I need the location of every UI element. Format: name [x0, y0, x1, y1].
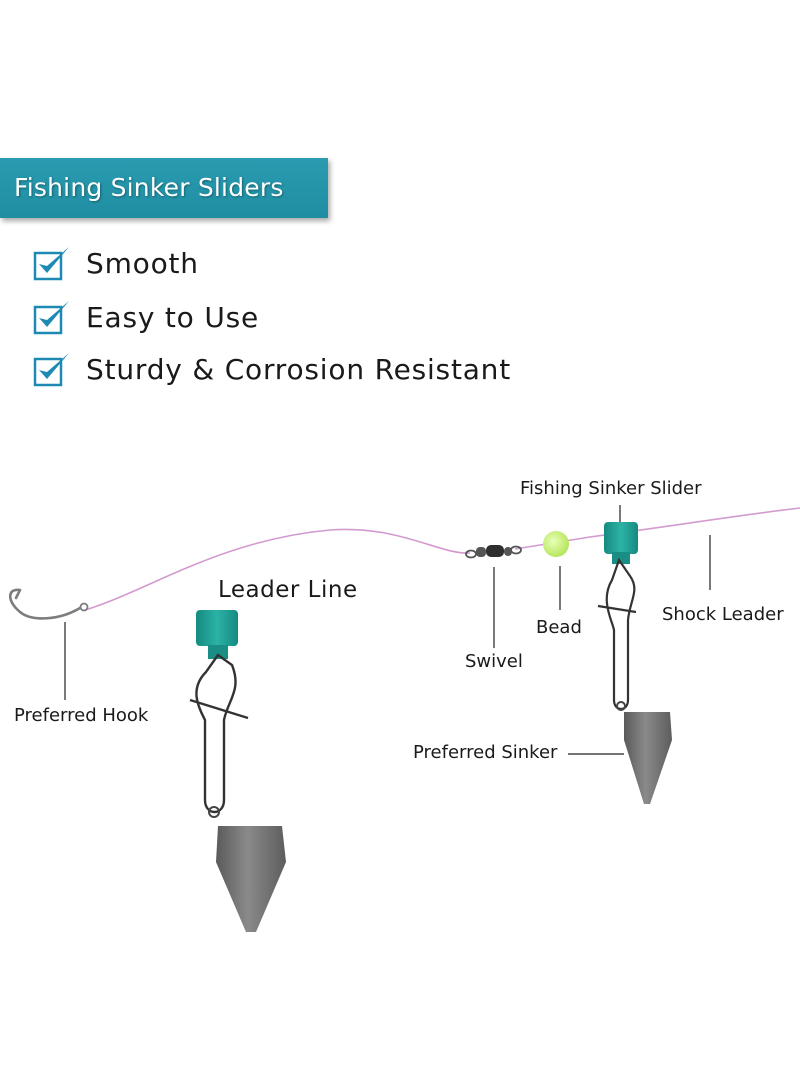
label-preferred-sinker: Preferred Sinker — [413, 742, 558, 763]
swivel-icon — [465, 545, 522, 559]
label-swivel: Swivel — [465, 651, 523, 672]
checkbox-checked-icon — [33, 353, 69, 387]
feature-label: Smooth — [86, 246, 199, 280]
feature-item-easy-to-use: Easy to Use — [32, 297, 259, 337]
feature-label: Sturdy & Corrosion Resistant — [86, 352, 512, 386]
bead-icon — [543, 531, 569, 557]
label-bead: Bead — [536, 617, 582, 638]
label-preferred-hook: Preferred Hook — [14, 705, 149, 726]
leader-line — [84, 528, 471, 611]
sinker-icon — [624, 712, 672, 804]
hook-icon — [8, 588, 89, 620]
checkbox-checked-icon — [33, 247, 69, 281]
feature-label: Easy to Use — [86, 300, 260, 334]
label-shock-leader: Shock Leader — [662, 604, 784, 625]
label-fishing-sinker-slider: Fishing Sinker Slider — [520, 478, 702, 499]
callout-lines — [64, 505, 711, 755]
sinker-slider-icon — [597, 522, 638, 711]
sinker-icon — [216, 826, 286, 932]
label-leader-line: Leader Line — [218, 577, 358, 603]
title-banner: Fishing Sinker Sliders — [0, 158, 328, 218]
banner-title: Fishing Sinker Sliders — [14, 173, 284, 202]
checkbox-checked-icon — [33, 301, 69, 335]
sinker-slider-icon — [189, 610, 249, 818]
feature-item-sturdy: Sturdy & Corrosion Resistant — [32, 349, 511, 389]
feature-item-smooth: Smooth — [32, 243, 199, 283]
